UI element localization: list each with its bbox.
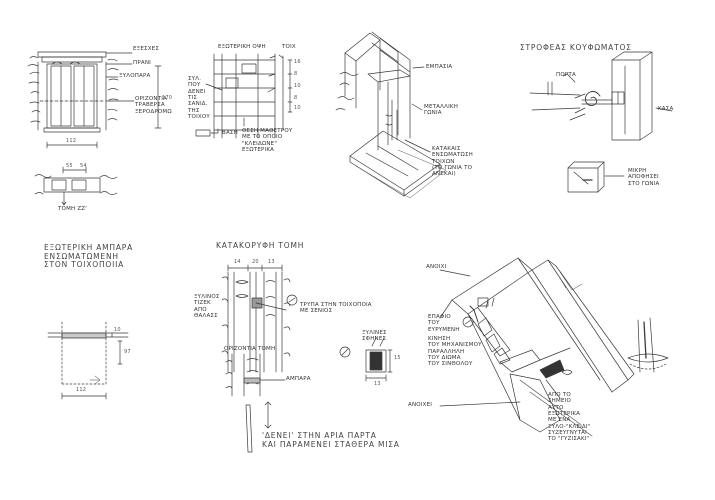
sketch-4-pivot-hinge (529, 51, 673, 193)
label-horizontal-section: ΟΡΙΖΟΝΤΙΑ ΤΟΜΗ (224, 346, 276, 352)
label-vertical-incorporation: ΚΑΤΑΚΑΙΣ ΕΝΣΩΜΑΤΩΣΗ ΤΟΙΧΩΝ (ΤΟ ΓΩΝΙΑ ΤΟ … (432, 146, 473, 178)
label-ampara: ΑΜΠΑΡΑ (286, 376, 311, 382)
dim-20: 20 (252, 259, 259, 265)
label-door: ΠΟΡΤΑ (556, 72, 576, 78)
label-wall-hole: ΤΡΥΠΑ ΣΤΗΝ ΤΟΙΧΟΠΟΙΑ ΜΕ ΣΕΝΙΟΣ (300, 302, 372, 315)
dim-10c: 10 (114, 327, 121, 333)
dim-10b: 10 (294, 105, 301, 111)
label-wood-binding: ΣΥΛ. ΠΟΥ ΔΕΝΕΙ ΤΙΣ ΣΑΝΙΔ. ΤΗΣ ΤΟΙΧΟΥ (188, 76, 210, 120)
dim-97: 97 (124, 349, 131, 355)
dim-14: 14 (234, 259, 241, 265)
label-caption: 'ΔΕΝΕΙ' ΣΤΗΝ ΑΡΙΑ ΠΑΡΤΑ ΚΑΙ ΠΑΡΑΜΕΝΕΙ ΣΤ… (262, 431, 400, 449)
label-section-zz: ΤΟΜΗ ΖΖ' (58, 206, 87, 212)
label-wood-panel: ΞΥΛΟΠΑΡΑ (119, 73, 151, 79)
label-exterior-elevation: ΕΞΩΤΕΡΙΚΗ ΟΨΗ (218, 44, 266, 50)
dim-112b: 112 (76, 387, 87, 393)
dim-10a: 10 (294, 83, 301, 89)
label-base: ΒΑΣΗ (222, 130, 238, 136)
label-small-stop: ΜΙΚΡΗ ΑΠΟΦΗΣΕΙ ΣΤΟ ΓΩΝΙΑ (628, 168, 660, 187)
sketch-2-exterior-elevation (195, 53, 293, 139)
dim-54: 54 (80, 163, 87, 169)
dim-8b: 8 (294, 95, 298, 101)
label-pivot-hinge-title: ΣΤΡΟΦΕΑΣ ΚΟΥΦΩΜΑΤΟΣ (520, 43, 632, 52)
label-metal-corner: ΜΕΤΑΛΛΙΚΗ ΓΩΝΙΑ (424, 104, 459, 117)
label-key-note: ΑΠΟ ΤΟ ΣΗΜΕΙΟ ΑΥΤΟ ΕΞΩΤΕΡΙΚΑ ΜΕ ΕΝΑ ΞΥΛΟ… (548, 392, 591, 443)
label-prani: ΠΡΑΝΙ (133, 60, 151, 66)
label-shutter-title: ΕΞΩΤΕΡΙΚΗ ΑΜΠΑΡΑ ΕΝΣΩΜΑΤΩΜΕΝΗ ΣΤΟΝ ΤΟΙΧΟ… (44, 243, 134, 270)
sketch-3-isometric-corner (335, 31, 447, 199)
dim-13: 13 (268, 259, 275, 265)
sketch-7-door-mechanism (439, 257, 669, 437)
label-contact: ΕΠΑΦΙΟ ΤΟΥ ΕΥΡΥΜΕΝΗ (428, 314, 460, 333)
label-horizontal-traverse: ΟΡΙΖΟΝΤΙΑ ΤΡΑΒΕΡΣΑ ΞΕΡΟΔΡΟΜΩ (135, 96, 172, 115)
label-lock-position: ΘΕΣΗ ΜΑΘΕΤΡΟΥ ΜΕ ΤΟ ΟΠΟΙΟ "ΚΛΕΙΔΩΝΕ" ΕΞΩ… (242, 128, 293, 153)
label-opens: ΑΝΟΙΧΙ (426, 264, 447, 270)
sketch-5-shutter-section (47, 321, 129, 400)
label-mechanism-movement: ΚΙΝΗΣΗ ΤΟΥ ΜΗΧΑΝΙΣΜΟΥ ΠΑΡΑΛΛΗΛΗ ΤΟΥ ΔΙΩΜ… (428, 336, 482, 368)
dim-15: 15 (394, 355, 401, 361)
sketch-6-vertical-section (221, 264, 393, 453)
label-empasia: ΕΜΠΑΣΙΑ (426, 64, 453, 70)
sketch-1-window-elevation (27, 51, 162, 206)
label-wooden-tizek: ΞΥΛΙΝΟΣ ΤΙΖΕΚ ΑΠΟ ΘΑΛΑΣΣ (194, 294, 220, 319)
label-vertical-section-title: ΚΑΤΑΚΟΡΥΦΗ ΤΟΜΗ (216, 241, 305, 250)
dim-55: 55 (66, 163, 73, 169)
label-frame: ΚΑΣΑ (658, 106, 674, 112)
label-opens-2: ΑΝΟΙΧΕΙ (408, 402, 433, 408)
dim-13b: 13 (374, 381, 381, 387)
dim-width-112: 112 (66, 138, 77, 144)
label-wall: ΤΟΙΧ (282, 44, 296, 50)
label-exsoxes: ΕΞΕΣΧΕΣ (133, 46, 160, 52)
dim-16: 16 (294, 59, 301, 65)
dim-8a: 8 (294, 71, 298, 77)
dim-height-170: 170 (162, 95, 173, 101)
label-wooden-wedges: ΞΥΛΙΝΕΣ ΣΦΗΝΕΣ (362, 330, 387, 343)
